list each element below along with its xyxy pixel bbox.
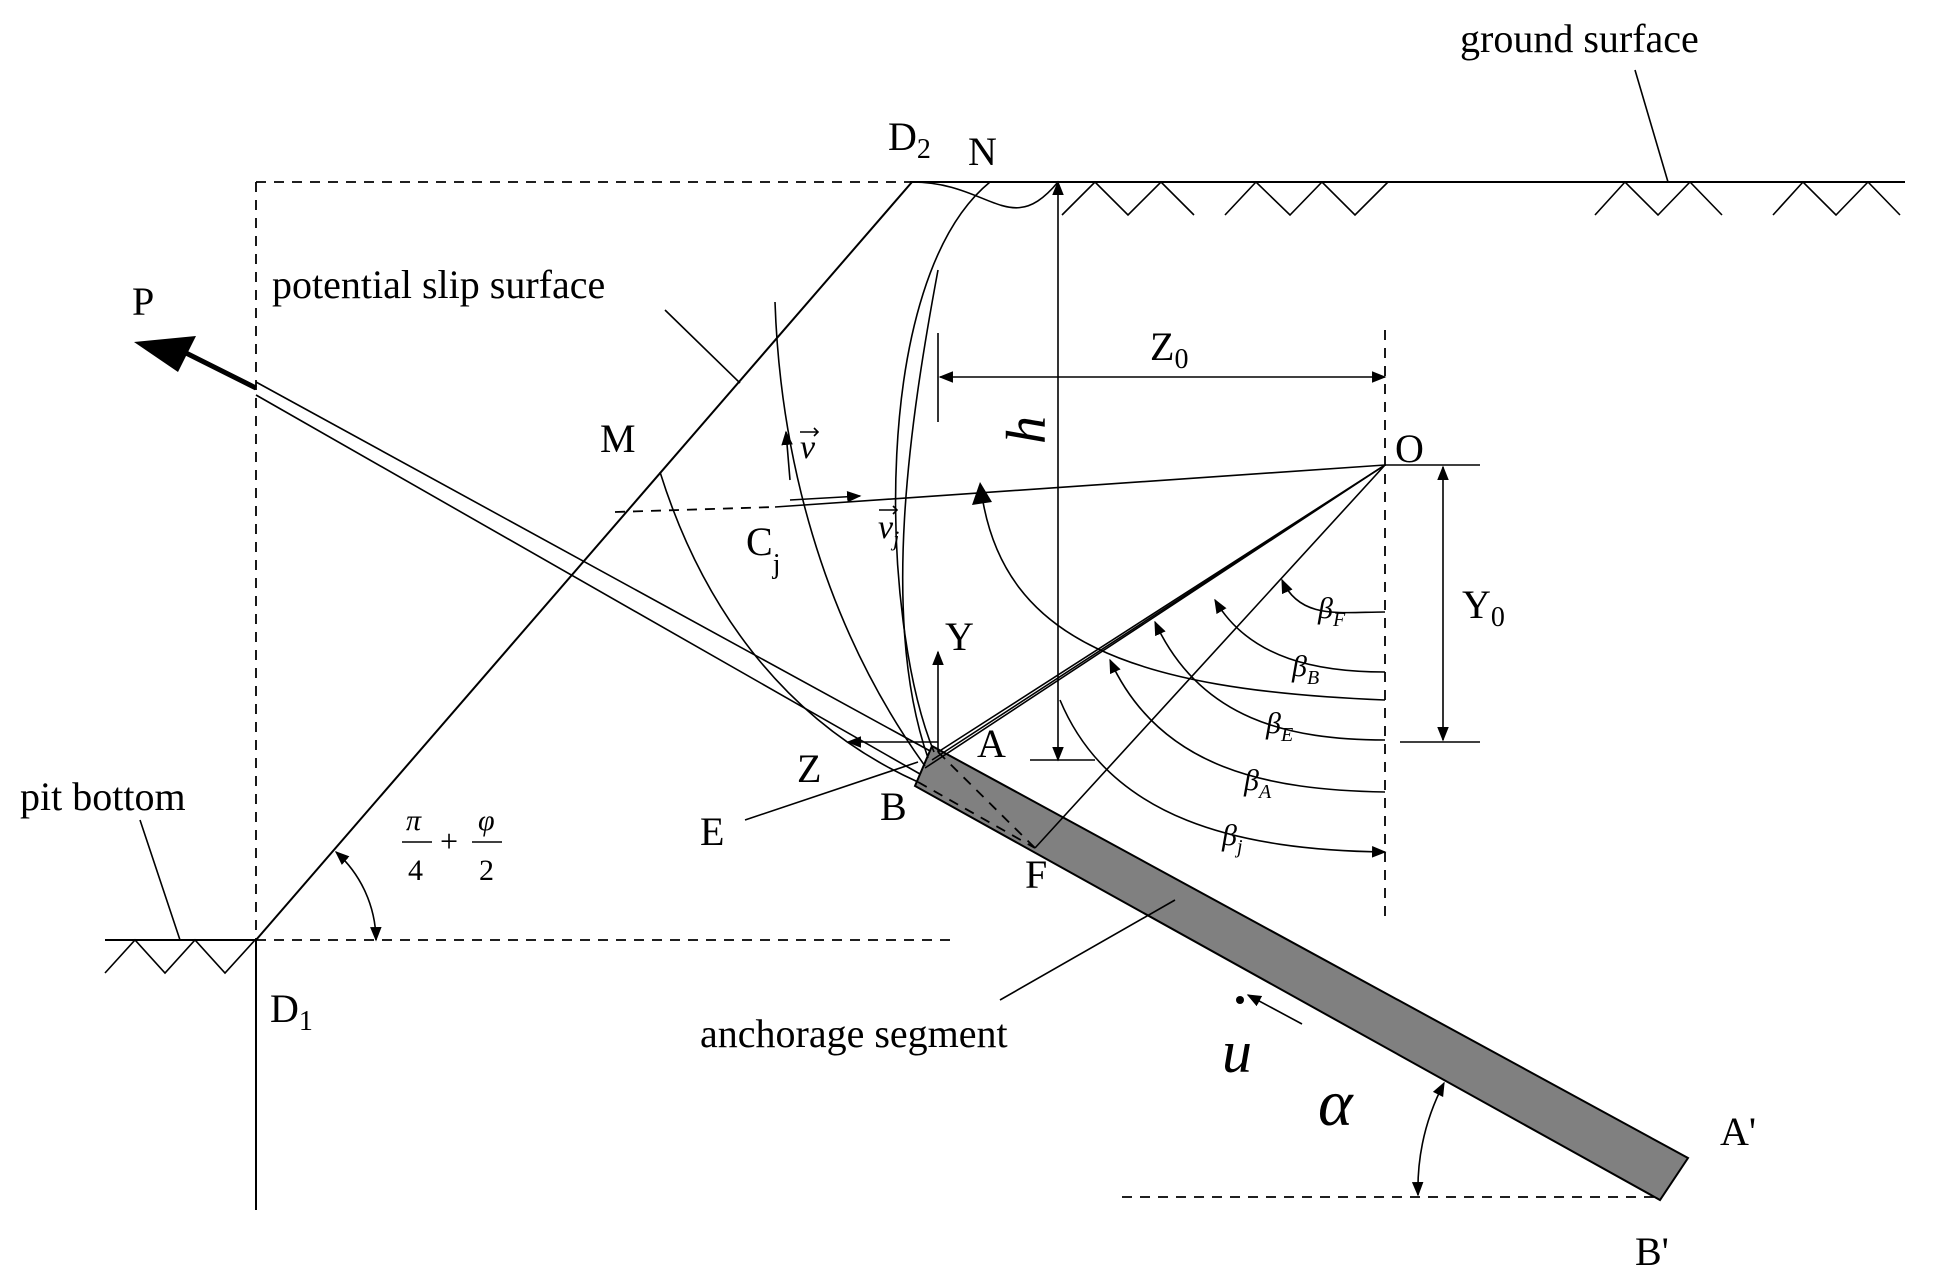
e-leader: [744, 761, 919, 821]
beta-arcs: [981, 495, 1387, 858]
svg-text:+: +: [440, 823, 458, 859]
alpha-angle-arc: [1411, 1081, 1445, 1197]
anchorage-segment-label: anchorage segment: [700, 1011, 1008, 1056]
label-u-dot: u: [1222, 1019, 1252, 1085]
label-Y: Y: [945, 614, 974, 659]
label-N: N: [968, 129, 997, 174]
ground-surface-leader: [1634, 69, 1669, 183]
slip-surface-leader: [664, 309, 741, 384]
ground-surface-label: ground surface: [1460, 16, 1699, 61]
label-beta-F: βF: [1317, 592, 1346, 631]
b-f-dashed: [917, 781, 1036, 849]
slip-angle-arc: [334, 851, 382, 942]
tie-rod-lower: [255, 394, 921, 775]
v-vector-arrow: [800, 427, 820, 437]
v-arrow: [781, 430, 793, 481]
label-A-prime: A': [1720, 1109, 1756, 1154]
label-vj: vj: [878, 509, 899, 551]
label-E: E: [700, 809, 724, 854]
label-D2: D2: [888, 114, 931, 165]
pit-bottom-label: pit bottom: [20, 774, 186, 819]
force-p-arrowhead: [134, 336, 196, 372]
label-Cj: Cj: [746, 519, 780, 580]
beta-j-arrowhead: [972, 482, 992, 505]
svg-text:φ: φ: [478, 804, 495, 837]
ground-hatching: [1061, 180, 1901, 217]
tie-rod-upper: [255, 381, 933, 753]
svg-text:4: 4: [408, 854, 423, 887]
label-beta-E: βE: [1265, 707, 1293, 746]
slip-arcs: [659, 181, 1059, 783]
svg-text:2: 2: [479, 854, 494, 887]
label-Y0: Y0: [1462, 582, 1505, 633]
u-dot-mark: [1236, 996, 1244, 1004]
label-A: A: [977, 721, 1006, 766]
vj-vector-arrow: [879, 505, 899, 515]
label-F: F: [1025, 852, 1047, 897]
label-beta-j: βj: [1221, 819, 1243, 858]
label-v: v: [800, 429, 816, 466]
a-f-dashed: [937, 751, 1036, 849]
label-beta-A: βA: [1243, 764, 1272, 803]
anchorage-segment-bar: [913, 744, 1690, 1202]
force-p-arrow: [178, 347, 258, 391]
pit-bottom-leader: [139, 819, 181, 941]
label-D1: D1: [270, 986, 313, 1037]
u-dot-arrow: [1246, 994, 1303, 1025]
label-alpha: α: [1318, 1067, 1354, 1140]
slip-angle-formula: π 4 + φ 2: [402, 804, 502, 887]
label-B-prime: B': [1635, 1229, 1669, 1274]
label-h: h: [996, 416, 1058, 444]
anchorage-leader: [999, 899, 1176, 1001]
label-O: O: [1395, 426, 1424, 471]
radial-lines-from-o: [774, 464, 1386, 849]
vj-arrow: [789, 490, 862, 503]
label-beta-B: βB: [1291, 650, 1319, 689]
label-Z: Z: [797, 746, 821, 791]
label-P: P: [132, 279, 154, 324]
svg-text:π: π: [406, 804, 422, 837]
slip-surface-label: potential slip surface: [272, 262, 605, 307]
pit-bottom-hatching: [104, 938, 256, 975]
label-B: B: [880, 784, 907, 829]
cj-extension-dashed: [614, 506, 776, 513]
label-Z0: Z0: [1150, 324, 1188, 375]
label-M: M: [600, 416, 636, 461]
